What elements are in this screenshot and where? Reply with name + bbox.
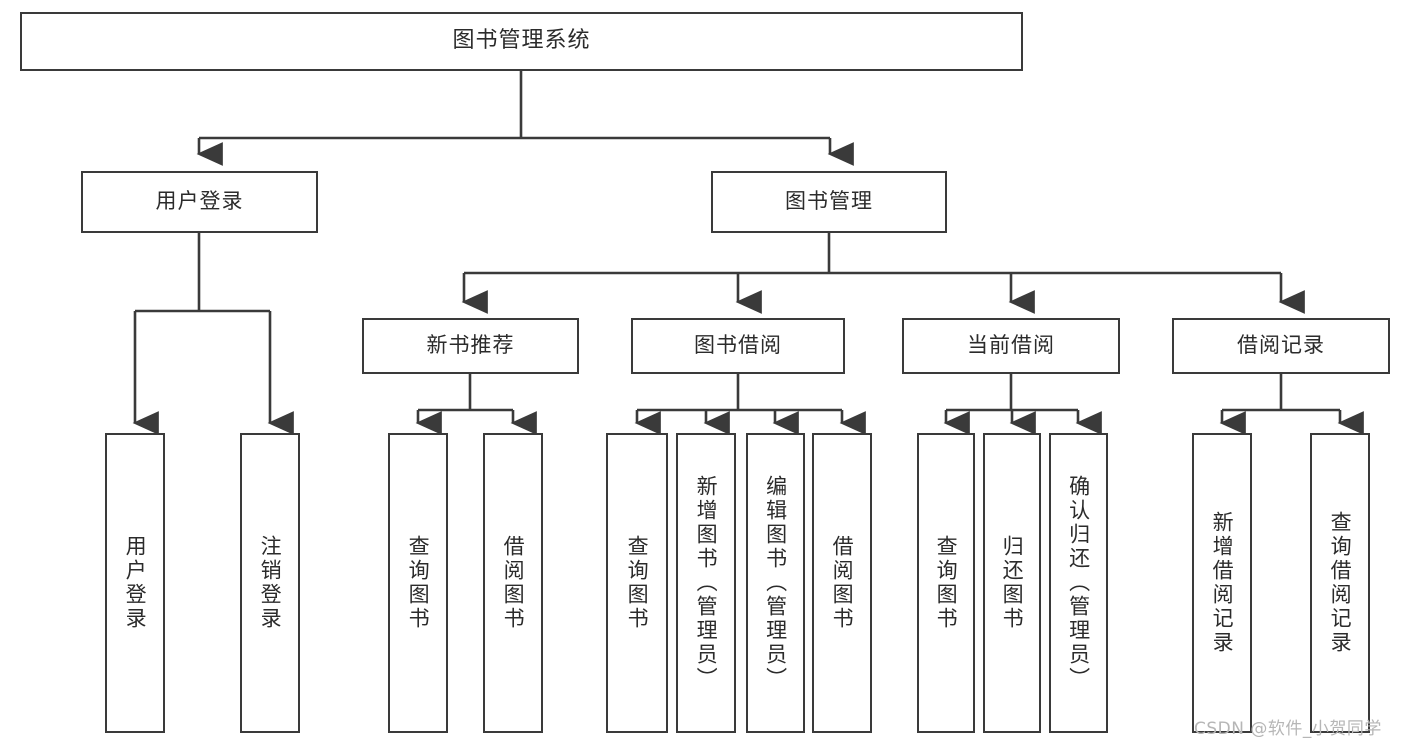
node-leaf-query-borrow-record[interactable]: 查询借阅记录 (1310, 433, 1370, 733)
node-current-borrow[interactable]: 当前借阅 (902, 318, 1120, 374)
node-root-system[interactable]: 图书管理系统 (20, 12, 1023, 71)
node-label: 新书推荐 (426, 333, 515, 358)
node-leaf-user-login[interactable]: 用户登录 (105, 433, 165, 733)
node-new-book-recommend[interactable]: 新书推荐 (362, 318, 579, 374)
node-label: 确认归还（管理员） (1066, 475, 1091, 691)
node-label: 编辑图书（管理员） (763, 475, 788, 691)
node-label: 查询借阅记录 (1328, 511, 1353, 655)
node-leaf-add-book-admin[interactable]: 新增图书（管理员） (676, 433, 736, 733)
node-book-borrow[interactable]: 图书借阅 (631, 318, 845, 374)
node-label: 图书管理 (785, 189, 873, 214)
node-leaf-return-book[interactable]: 归还图书 (983, 433, 1041, 733)
node-label: 新增图书（管理员） (694, 475, 719, 691)
node-label: 新增借阅记录 (1210, 511, 1235, 655)
node-label: 图书借阅 (694, 333, 782, 358)
node-label: 用户登录 (155, 189, 244, 214)
node-leaf-confirm-return-admin[interactable]: 确认归还（管理员） (1049, 433, 1108, 733)
node-leaf-query-book-borrow[interactable]: 查询图书 (606, 433, 668, 733)
node-label: 查询图书 (406, 535, 431, 631)
node-leaf-add-borrow-record[interactable]: 新增借阅记录 (1192, 433, 1252, 733)
node-label: 借阅记录 (1237, 333, 1325, 358)
node-leaf-edit-book-admin[interactable]: 编辑图书（管理员） (746, 433, 805, 733)
node-leaf-logout[interactable]: 注销登录 (240, 433, 300, 733)
node-leaf-borrow-book[interactable]: 借阅图书 (812, 433, 872, 733)
node-leaf-borrow-book-recommend[interactable]: 借阅图书 (483, 433, 543, 733)
node-leaf-query-book-current[interactable]: 查询图书 (917, 433, 975, 733)
node-leaf-query-book-recommend[interactable]: 查询图书 (388, 433, 448, 733)
node-borrow-record[interactable]: 借阅记录 (1172, 318, 1390, 374)
node-label: 图书管理系统 (452, 28, 591, 54)
node-label: 当前借阅 (967, 333, 1055, 358)
node-label: 借阅图书 (830, 535, 855, 631)
node-label: 借阅图书 (501, 535, 526, 631)
node-label: 用户登录 (123, 535, 148, 631)
node-label: 查询图书 (625, 535, 650, 631)
node-label: 归还图书 (1000, 535, 1025, 631)
watermark-text: CSDN @软件_小贺同学 (1194, 719, 1382, 739)
node-label: 查询图书 (934, 535, 959, 631)
node-book-management[interactable]: 图书管理 (711, 171, 947, 233)
node-user-login[interactable]: 用户登录 (81, 171, 318, 233)
node-label: 注销登录 (258, 535, 283, 631)
